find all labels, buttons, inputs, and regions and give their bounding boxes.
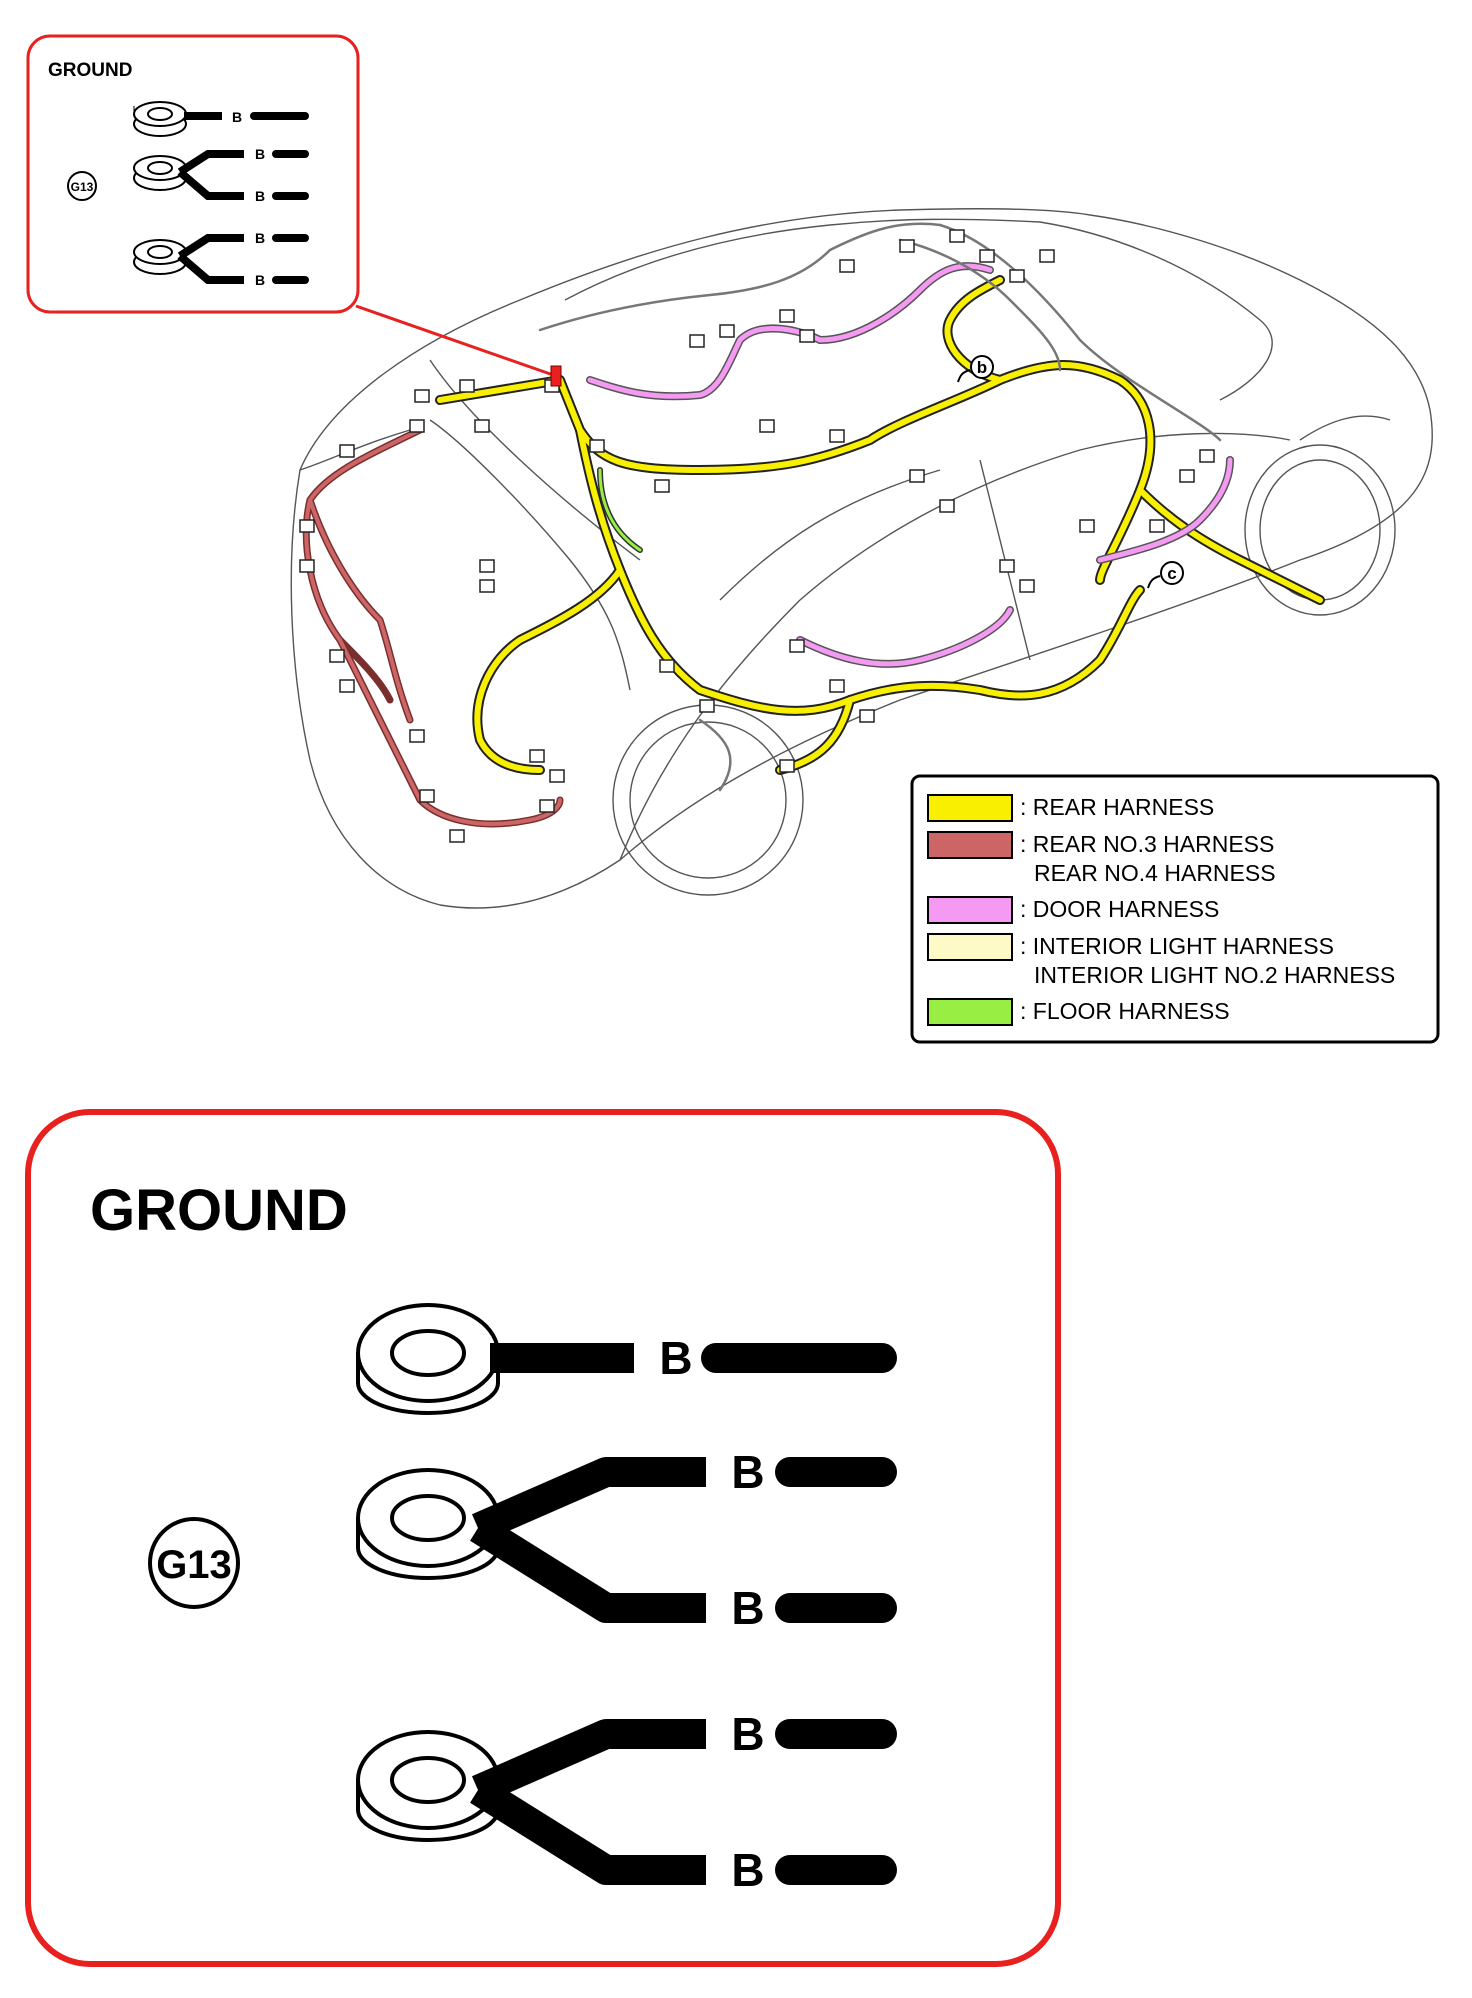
svg-text:B: B <box>731 1582 764 1634</box>
inset-small-g13-badge: G13 <box>67 171 97 201</box>
inset-large-terminal-2: B B <box>356 1446 897 1634</box>
inset-small-terminal-2: B B <box>133 146 309 204</box>
rear-wheel <box>1244 444 1396 616</box>
svg-text:INTERIOR LIGHT NO.2 HARNESS: INTERIOR LIGHT NO.2 HARNESS <box>1034 962 1395 988</box>
svg-text:: REAR HARNESS: : REAR HARNESS <box>1020 794 1214 820</box>
door-harness <box>586 262 1234 668</box>
inset-large-title: GROUND <box>90 1178 348 1243</box>
interior-light-harness <box>538 222 1222 792</box>
inset-large-terminal-3: B B <box>356 1708 897 1896</box>
svg-text:B: B <box>255 188 265 204</box>
svg-text:B: B <box>731 1708 764 1760</box>
inset-small-title: GROUND <box>48 60 132 81</box>
inset-small-terminal-3: B B <box>133 230 309 288</box>
inset-ground-small: GROUND G13 B B B <box>26 34 360 314</box>
svg-text:: REAR NO.3 HARNESS: : REAR NO.3 HARNESS <box>1020 831 1274 857</box>
svg-text:B: B <box>731 1844 764 1896</box>
svg-text:: DOOR HARNESS: : DOOR HARNESS <box>1020 896 1219 922</box>
svg-text:B: B <box>731 1446 764 1498</box>
svg-text:G13: G13 <box>71 180 94 194</box>
inset-large-g13-badge: G13 <box>148 1517 240 1609</box>
legend-item-rear-no3-no4-harness: : REAR NO.3 HARNESS REAR NO.4 HARNESS <box>927 831 1276 886</box>
inset-leader-line <box>355 304 557 378</box>
svg-text:: INTERIOR LIGHT HARNESS: : INTERIOR LIGHT HARNESS <box>1020 933 1334 959</box>
legend-item-interior-light-harness: : INTERIOR LIGHT HARNESS INTERIOR LIGHT … <box>927 933 1395 988</box>
inset-small-terminal-1: B <box>133 101 309 137</box>
svg-text:B: B <box>659 1332 692 1384</box>
floor-harness <box>597 467 643 553</box>
ground-point-marker <box>550 365 562 387</box>
svg-text:B: B <box>255 230 265 246</box>
car-body-outline <box>290 208 1433 909</box>
legend-item-rear-harness: : REAR HARNESS <box>927 794 1214 822</box>
svg-text:B: B <box>255 146 265 162</box>
rear-harness <box>435 275 1325 775</box>
svg-text:B: B <box>255 272 265 288</box>
svg-text:B: B <box>232 109 242 125</box>
legend-item-door-harness: : DOOR HARNESS <box>927 896 1219 924</box>
svg-text:REAR NO.4 HARNESS: REAR NO.4 HARNESS <box>1034 860 1276 886</box>
inset-ground-large: GROUND G13 B B B <box>25 1109 1061 1967</box>
svg-text:b: b <box>977 358 987 377</box>
svg-text:: FLOOR HARNESS: : FLOOR HARNESS <box>1020 998 1230 1024</box>
callout-b: b <box>957 355 994 383</box>
front-wheel <box>612 704 804 896</box>
svg-text:G13: G13 <box>156 1543 232 1587</box>
callout-c: c <box>1147 561 1184 589</box>
legend-box: : REAR HARNESS : REAR NO.3 HARNESS REAR … <box>910 774 1440 1044</box>
svg-text:c: c <box>1167 564 1176 583</box>
legend-item-floor-harness: : FLOOR HARNESS <box>927 998 1230 1026</box>
inset-large-terminal-1: B <box>356 1303 897 1415</box>
connector-blocks <box>299 229 1215 843</box>
